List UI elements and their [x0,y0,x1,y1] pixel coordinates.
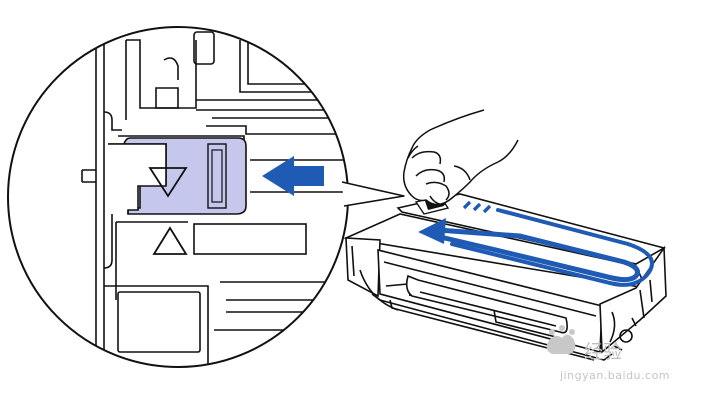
hand [402,109,519,206]
arrow-left-icon [418,218,446,244]
lower-slot [193,223,307,255]
rail-start-marks [462,200,492,214]
watermark: 经验 jingyan.baidu.com [546,325,670,382]
watermark-brand: 经验 [584,341,622,363]
watermark-site: jingyan.baidu.com [559,369,670,382]
triangle-down-icon [148,167,188,198]
small-slot [193,31,215,65]
watermark-logo-icon [546,325,576,354]
release-tab [108,137,247,215]
callout-pointer [341,181,405,207]
slide-arrow [433,227,640,283]
arrow-left-icon [262,156,324,196]
triangle-up-icon [152,226,188,255]
zoom-callout [7,26,349,368]
slide-arrow-outline [450,208,654,287]
